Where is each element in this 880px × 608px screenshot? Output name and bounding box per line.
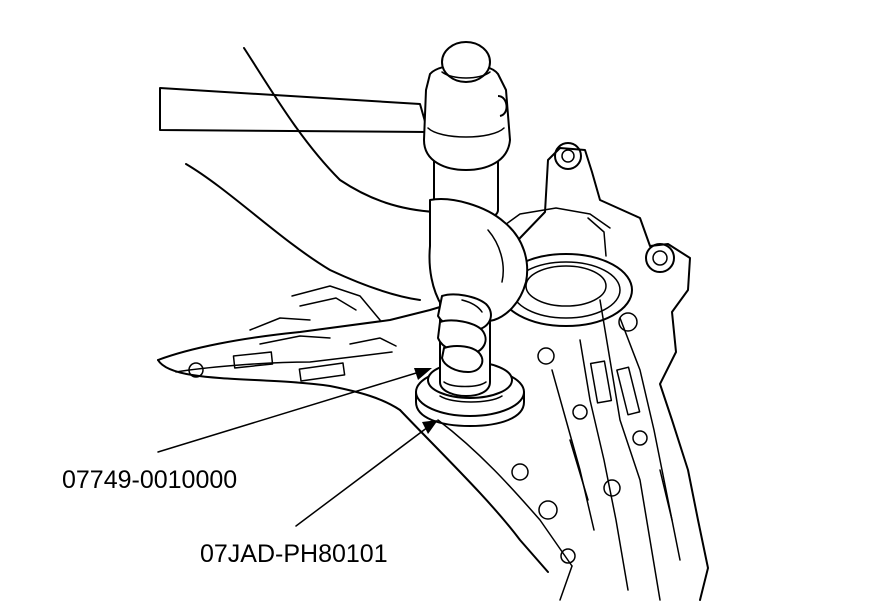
transmission-housing bbox=[157, 142, 709, 601]
part-number-label: 07749-0010000 bbox=[62, 466, 238, 494]
part-number-label: 07JAD-PH80101 bbox=[200, 540, 388, 568]
leader-line-2 bbox=[295, 423, 433, 527]
arrowhead-1 bbox=[414, 368, 432, 380]
hammer bbox=[159, 41, 511, 171]
hand-and-forearm bbox=[185, 47, 529, 373]
leader-line-1 bbox=[157, 369, 427, 453]
leader-lines bbox=[157, 368, 438, 527]
arrowhead-2 bbox=[422, 420, 438, 434]
